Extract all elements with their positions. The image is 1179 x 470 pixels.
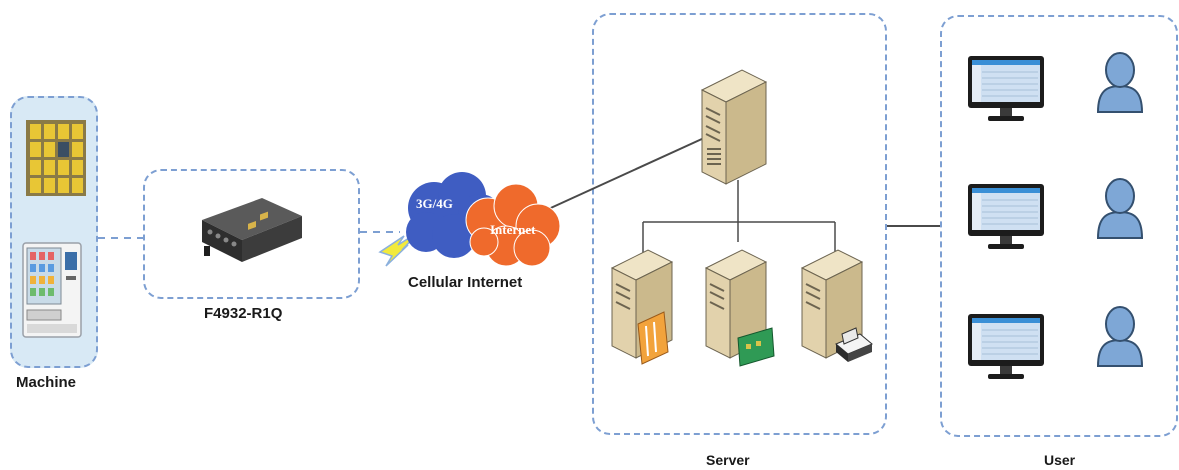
server-label: Server — [706, 452, 750, 468]
user-avatar-icon — [1096, 52, 1144, 113]
user-avatar-icon — [1096, 306, 1144, 367]
monitor-icon — [968, 314, 1044, 379]
router-label: F4932-R1Q — [204, 305, 283, 322]
server-tower-icon — [700, 69, 768, 185]
internet-cloud-text: Internet — [490, 222, 536, 237]
machine-label: Machine — [16, 374, 77, 391]
server-with-card-icon — [704, 249, 775, 367]
network-cloud-text: 3G/4G — [416, 196, 453, 211]
monitor-icon — [968, 56, 1044, 121]
router-device-icon — [202, 198, 302, 262]
monitor-icon — [968, 184, 1044, 249]
user-zone — [940, 15, 1178, 437]
user-avatar-icon — [1096, 178, 1144, 239]
server-with-printer-icon — [800, 249, 873, 362]
cloud-icon: 3G/4G Internet — [406, 172, 561, 267]
server-zone — [592, 13, 887, 435]
cloud-server-link — [519, 132, 716, 223]
server-with-storage-icon — [610, 249, 674, 365]
router-zone — [143, 169, 360, 299]
locker-icon — [26, 120, 86, 196]
cellular-label: Cellular Internet — [408, 274, 523, 291]
user-label: User — [1044, 452, 1076, 468]
vending-machine-icon — [22, 242, 82, 338]
